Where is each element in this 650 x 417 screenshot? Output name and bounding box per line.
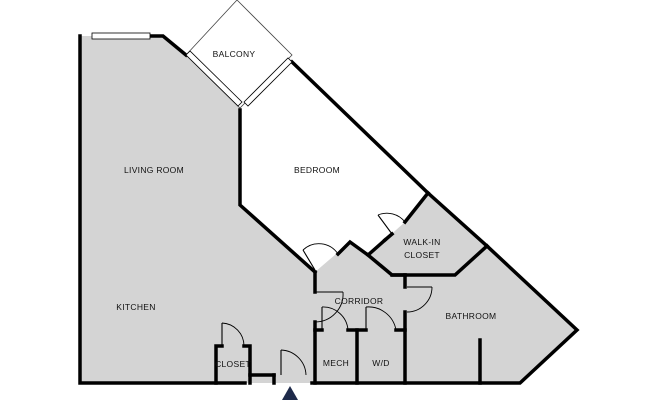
bedroom-wall-lower	[335, 237, 388, 258]
walk-in-closet-door-jamb	[382, 231, 395, 243]
corridor-side-door[interactable]	[314, 291, 344, 323]
room-label-corridor: CORRIDOR	[335, 296, 384, 306]
closet-door[interactable]	[221, 322, 245, 347]
room-label-bathroom: BATHROOM	[446, 311, 497, 321]
bedroom-wall-left	[238, 108, 318, 275]
mech-door[interactable]	[321, 306, 349, 331]
floor-area	[80, 36, 577, 383]
entrance-triangle-icon	[282, 386, 298, 400]
outer-wall-diagonal	[289, 59, 431, 196]
balcony-window-left	[185, 50, 243, 107]
bathroom-door[interactable]	[406, 286, 433, 313]
outer-wall-top	[148, 34, 189, 58]
room-label-balcony: BALCONY	[213, 49, 256, 59]
outer-wall-diagonal-lower	[425, 190, 490, 249]
walk-in-closet-wall-bottom	[365, 243, 490, 277]
room-label-walk-in-closet-line2: CLOSET	[404, 250, 440, 260]
room-label-walk-in-closet-line1: WALK-IN	[403, 237, 440, 247]
room-label-closet: CLOSET	[215, 359, 251, 369]
outer-wall-bottom-right	[310, 243, 580, 385]
room-label-kitchen: KITCHEN	[116, 302, 155, 312]
closet-wall	[214, 344, 224, 385]
walk-in-closet-wall	[402, 190, 431, 225]
outer-wall-left	[78, 34, 247, 385]
room-label-mech: MECH	[323, 358, 349, 368]
bedroom-door[interactable]	[302, 243, 339, 271]
room-label-bedroom: BEDROOM	[294, 165, 340, 175]
room-label-living-room: LIVING ROOM	[124, 165, 184, 175]
balcony-window-right	[243, 57, 293, 107]
closet-wall-right	[242, 344, 252, 385]
wd-door[interactable]	[365, 306, 397, 331]
walk-in-closet-door[interactable]	[377, 212, 406, 235]
room-label-wd: W/D	[372, 358, 389, 368]
entrance-door[interactable]	[280, 349, 307, 376]
living-room-window	[91, 32, 151, 40]
